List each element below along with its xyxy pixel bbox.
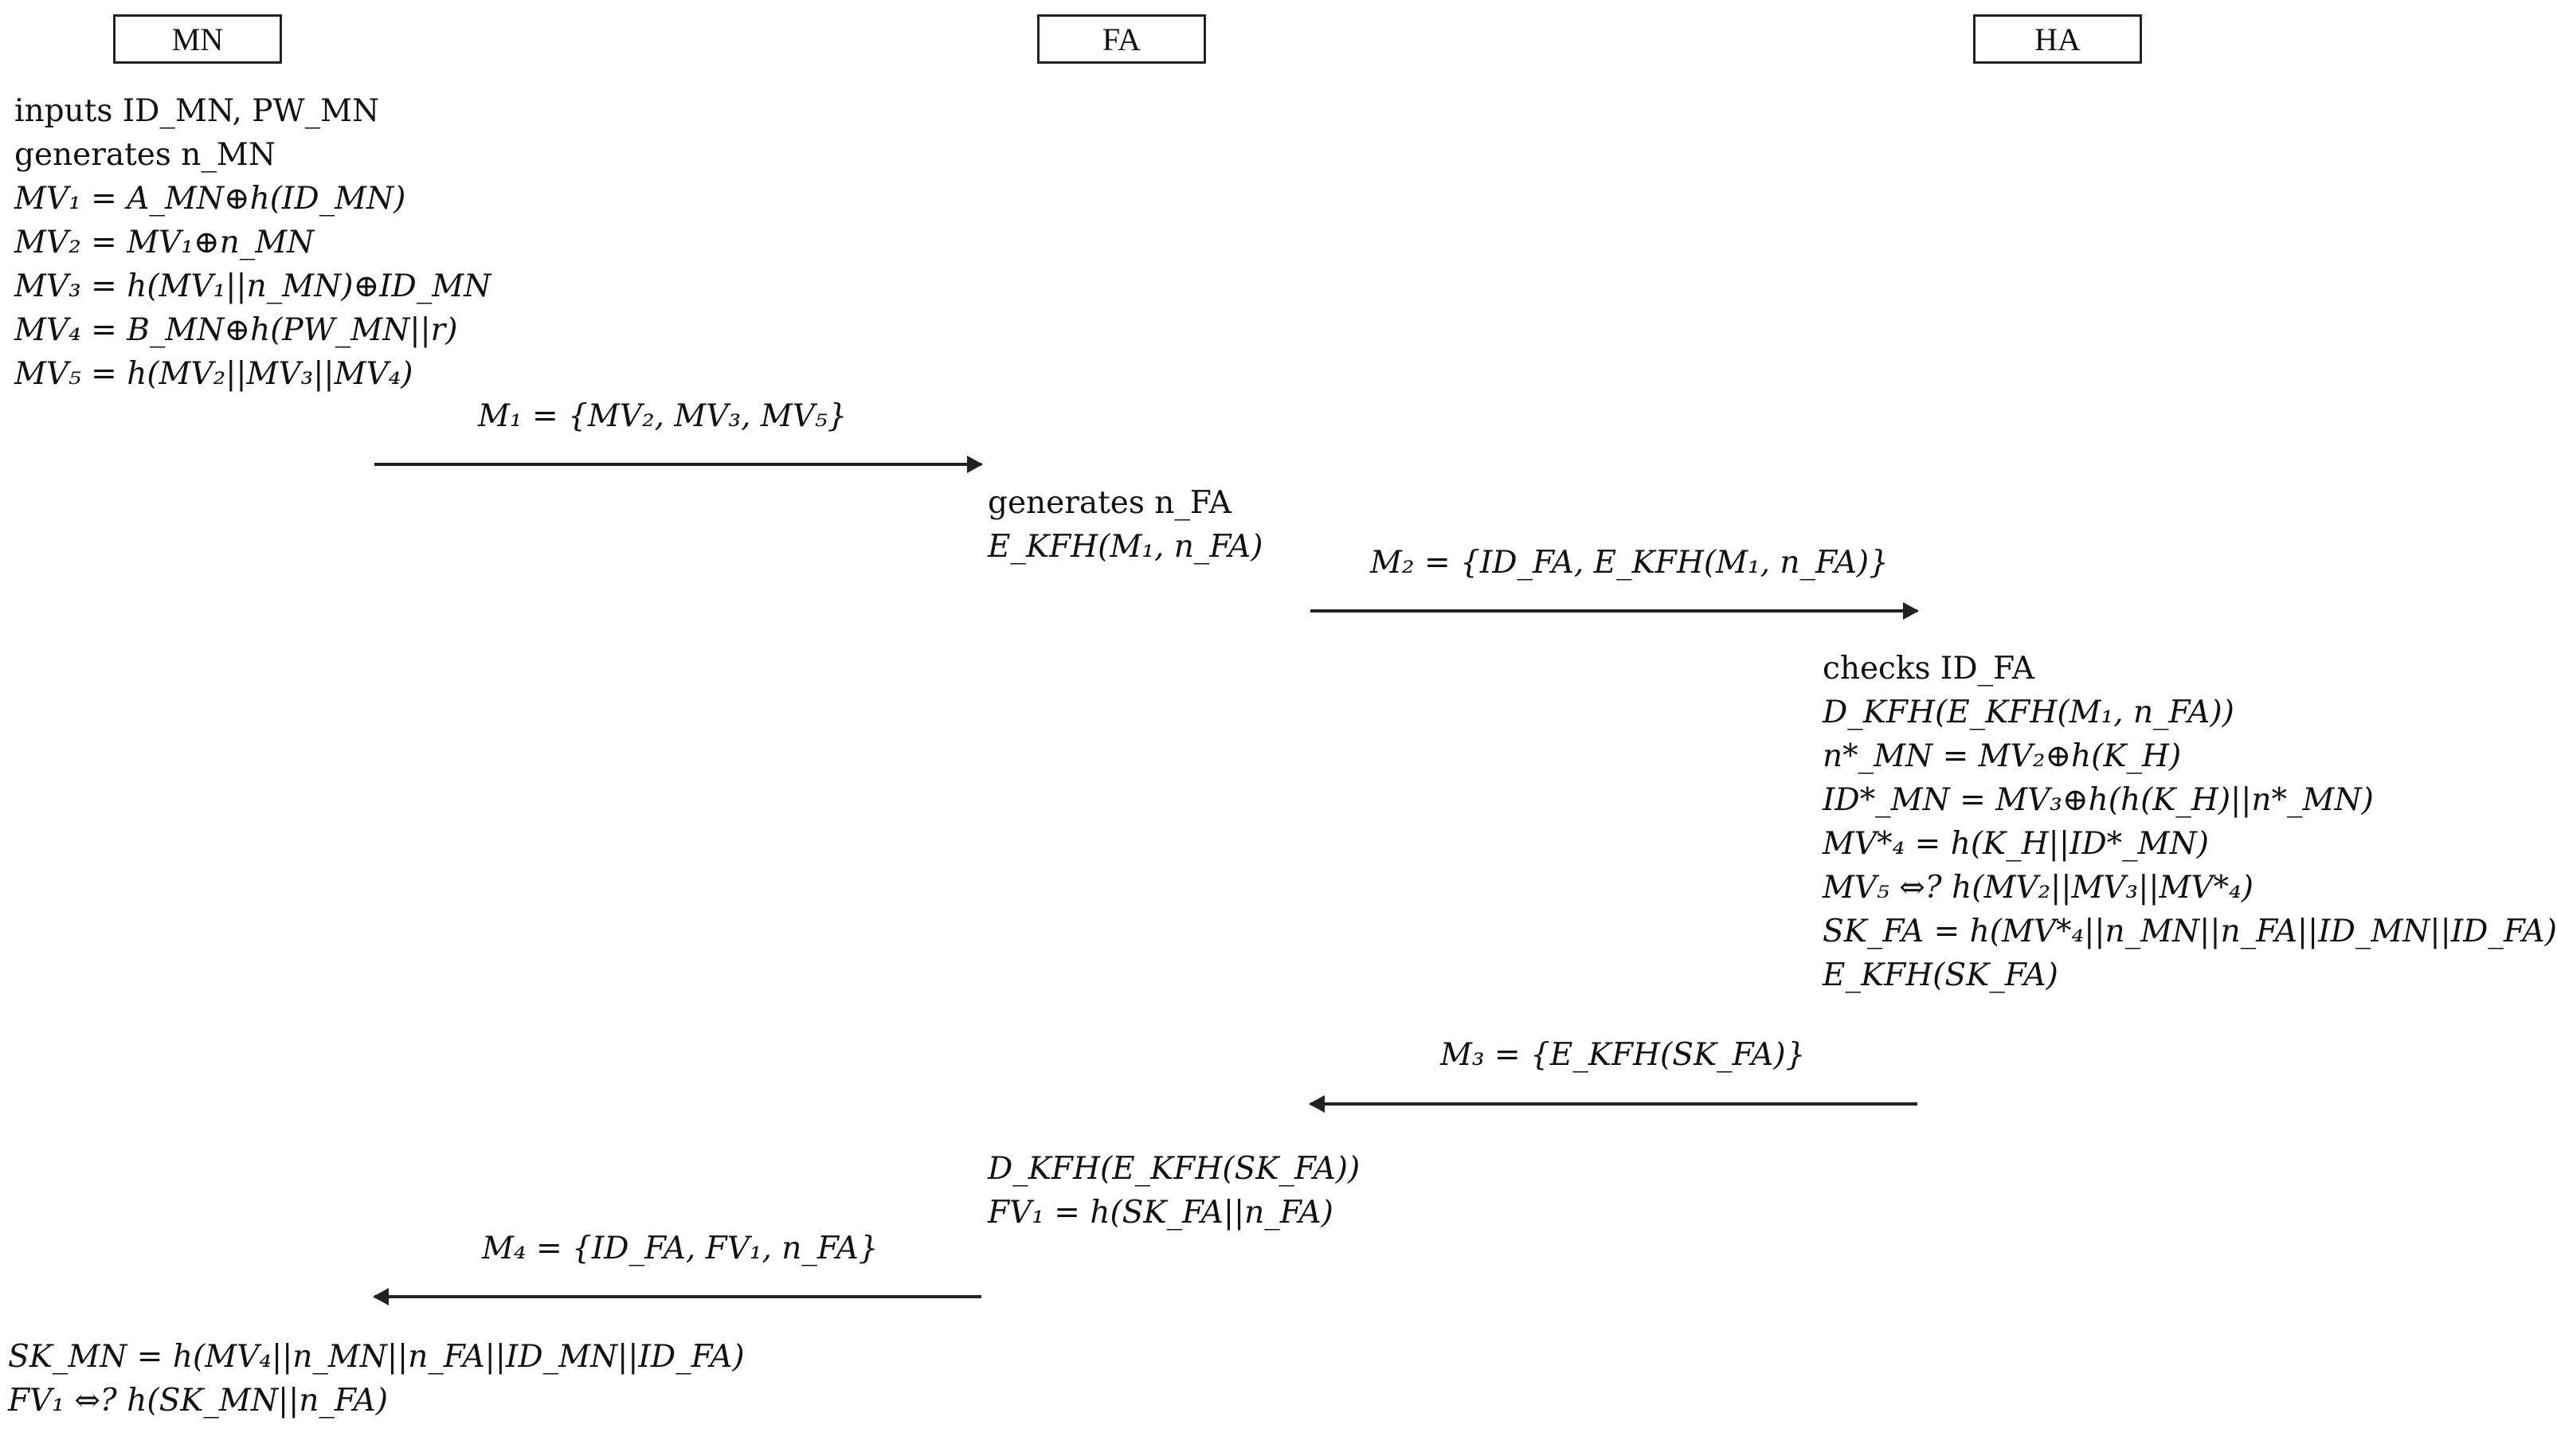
mn-step1-line: MV₄ = B_MN⊕h(PW_MN||r) bbox=[14, 312, 458, 348]
mn-step2-block: SK_MN = h(MV₄||n_MN||n_FA||ID_MN||ID_FA)… bbox=[8, 1335, 745, 1423]
ha-step-line: SK_FA = h(MV*₄||n_MN||n_FA||ID_MN||ID_FA… bbox=[1823, 914, 2557, 949]
mn-step1-line: generates n_MN bbox=[14, 137, 276, 173]
message-m3-label: M₃ = {E_KFH(SK_FA)} bbox=[1440, 1037, 1806, 1073]
ha-step-line: D_KFH(E_KFH(M₁, n_FA)) bbox=[1823, 695, 2234, 730]
ha-step-line: checks ID_FA bbox=[1823, 651, 2034, 687]
mn-step2-line: FV₁ ⇔? h(SK_MN||n_FA) bbox=[8, 1383, 388, 1419]
party-ha-label: HA bbox=[2034, 21, 2081, 57]
party-mn-label: MN bbox=[171, 21, 224, 57]
message-m4-label: M₄ = {ID_FA, FV₁, n_FA} bbox=[482, 1231, 879, 1266]
fa-step2-block: D_KFH(E_KFH(SK_FA)) FV₁ = h(SK_FA||n_FA) bbox=[988, 1147, 1360, 1235]
ha-step-line: n*_MN = MV₂⊕h(K_H) bbox=[1823, 738, 2182, 774]
mn-step1-line: MV₃ = h(MV₁||n_MN)⊕ID_MN bbox=[14, 268, 491, 304]
message-m2-label: M₂ = {ID_FA, E_KFH(M₁, n_FA)} bbox=[1370, 545, 1889, 581]
message-m2-arrow bbox=[1310, 602, 1919, 620]
ha-step-line: MV₅ ⇔? h(MV₂||MV₃||MV*₄) bbox=[1823, 870, 2254, 906]
party-mn: MN bbox=[113, 14, 282, 64]
party-fa-label: FA bbox=[1102, 21, 1141, 57]
message-m4-arrow bbox=[373, 1288, 981, 1305]
fa-step1-line: generates n_FA bbox=[988, 485, 1232, 521]
ha-step-line: ID*_MN = MV₃⊕h(h(K_H)||n*_MN) bbox=[1823, 782, 2374, 818]
message-m1-label: M₁ = {MV₂, MV₃, MV₅} bbox=[478, 398, 848, 434]
ha-step-line: MV*₄ = h(K_H||ID*_MN) bbox=[1823, 826, 2209, 862]
mn-step1-line: MV₁ = A_MN⊕h(ID_MN) bbox=[14, 181, 406, 217]
ha-step-line: E_KFH(SK_FA) bbox=[1823, 957, 2058, 993]
fa-step2-line: FV₁ = h(SK_FA||n_FA) bbox=[988, 1195, 1333, 1231]
fa-step2-line: D_KFH(E_KFH(SK_FA)) bbox=[988, 1151, 1361, 1187]
message-m3-arrow bbox=[1309, 1095, 1917, 1113]
fa-step1-block: generates n_FA E_KFH(M₁, n_FA) bbox=[988, 481, 1263, 569]
fa-step1-line: E_KFH(M₁, n_FA) bbox=[988, 529, 1263, 565]
mn-step1-block: inputs ID_MN, PW_MN generates n_MN MV₁ =… bbox=[14, 89, 491, 396]
ha-step-block: checks ID_FA D_KFH(E_KFH(M₁, n_FA)) n*_M… bbox=[1823, 647, 2557, 997]
message-m1-arrow bbox=[374, 456, 983, 473]
mn-step2-line: SK_MN = h(MV₄||n_MN||n_FA||ID_MN||ID_FA) bbox=[8, 1339, 745, 1375]
party-fa: FA bbox=[1037, 14, 1206, 64]
mn-step1-line: MV₂ = MV₁⊕n_MN bbox=[14, 225, 315, 260]
party-ha: HA bbox=[1973, 14, 2142, 64]
mn-step1-line: inputs ID_MN, PW_MN bbox=[14, 93, 380, 129]
mn-step1-line: MV₅ = h(MV₂||MV₃||MV₄) bbox=[14, 356, 413, 392]
